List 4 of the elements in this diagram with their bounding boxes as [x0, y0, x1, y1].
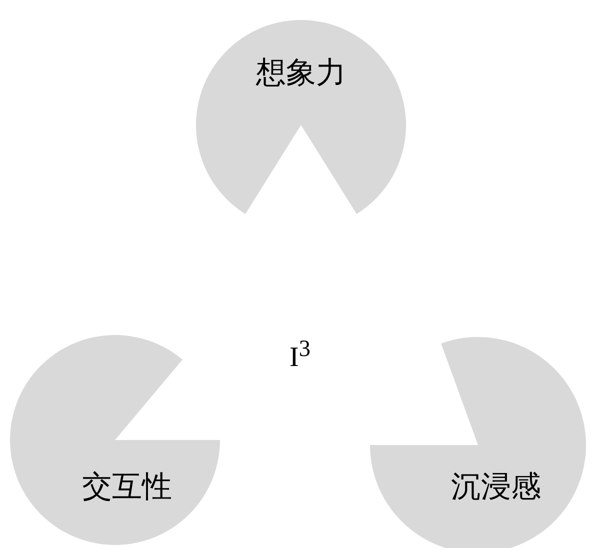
node-label: 沉浸感 [451, 470, 541, 504]
node-label: 交互性 [82, 470, 172, 504]
center-label: I$^{3}$ [290, 336, 310, 374]
node-label: 想象力 [256, 56, 346, 90]
